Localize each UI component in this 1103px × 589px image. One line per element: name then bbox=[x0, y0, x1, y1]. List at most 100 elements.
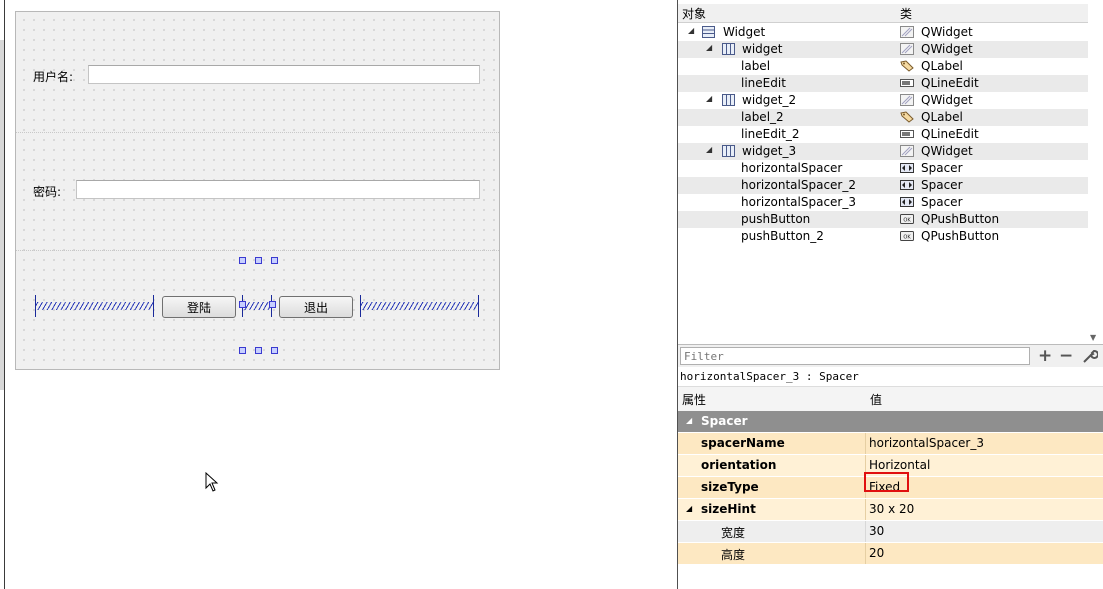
canvas-edge-strip bbox=[0, 40, 4, 390]
tree-item-horizontalspacer[interactable]: horizontalSpacer Spacer bbox=[678, 160, 1088, 177]
collapse-arrow-icon[interactable]: ◢ bbox=[686, 416, 693, 425]
selection-handle[interactable] bbox=[239, 301, 246, 308]
property-value[interactable]: horizontalSpacer_3 bbox=[869, 436, 984, 450]
spacer-icon bbox=[900, 180, 914, 190]
property-filter-bar: + − bbox=[678, 344, 1103, 367]
horizontal-spacer-2[interactable] bbox=[360, 295, 479, 317]
widget-frame-divider bbox=[16, 250, 499, 251]
scroll-down-arrow-icon[interactable]: ▼ bbox=[1090, 333, 1097, 342]
tree-item-lineedit-2[interactable]: lineEdit_2 QLineEdit bbox=[678, 126, 1088, 143]
svg-text:OK: OK bbox=[903, 218, 911, 224]
object-inspector-tree: ◢ Widget QWidget ◢ widget QWidget label … bbox=[678, 24, 1088, 245]
selected-object-caption: horizontalSpacer_3 : Spacer bbox=[680, 370, 859, 383]
label-tag-icon bbox=[900, 111, 914, 123]
selection-handle[interactable] bbox=[255, 257, 262, 264]
tree-item-name: Widget bbox=[723, 25, 766, 39]
designer-form[interactable]: 用户名: 密码: 登陆 退出 bbox=[15, 11, 500, 370]
tree-item-name: label_2 bbox=[741, 110, 784, 124]
login-button[interactable]: 登陆 bbox=[162, 296, 236, 318]
tree-item-class: QPushButton bbox=[921, 212, 1000, 226]
property-value[interactable]: 30 x 20 bbox=[869, 502, 915, 516]
exit-button[interactable]: 退出 bbox=[279, 296, 353, 318]
object-inspector-header: 对象 类 bbox=[678, 4, 1088, 23]
property-name: 宽度 bbox=[721, 526, 746, 540]
selection-handle[interactable] bbox=[239, 257, 246, 264]
tree-item-name: horizontalSpacer_3 bbox=[741, 195, 856, 209]
tree-item-class: QPushButton bbox=[921, 229, 1000, 243]
tree-item-widget-root[interactable]: ◢ Widget QWidget bbox=[678, 24, 1088, 41]
qwidget-class-icon bbox=[900, 43, 914, 55]
tree-item-class: Spacer bbox=[921, 195, 963, 209]
canvas-left-border bbox=[4, 0, 5, 589]
column-divider bbox=[865, 543, 866, 564]
tree-item-class: QWidget bbox=[921, 25, 973, 39]
selection-handle[interactable] bbox=[255, 347, 262, 354]
label-tag-icon bbox=[900, 60, 914, 72]
property-row-sizehint[interactable]: ◢ sizeHint 30 x 20 bbox=[678, 499, 1103, 521]
collapse-arrow-icon[interactable]: ◢ bbox=[686, 504, 693, 513]
expand-arrow-icon[interactable]: ◢ bbox=[706, 43, 713, 52]
column-object[interactable]: 对象 bbox=[682, 7, 707, 21]
property-editor-table: ◢ Spacer spacerName horizontalSpacer_3 o… bbox=[678, 411, 1103, 565]
property-name: sizeHint bbox=[701, 502, 756, 516]
remove-property-icon[interactable]: − bbox=[1059, 346, 1074, 366]
tree-item-name: widget_2 bbox=[742, 93, 797, 107]
expand-arrow-icon[interactable]: ◢ bbox=[688, 26, 695, 35]
tree-item-class: Spacer bbox=[921, 161, 963, 175]
tree-item-label-2[interactable]: label_2 QLabel bbox=[678, 109, 1088, 126]
username-lineedit[interactable] bbox=[88, 65, 480, 84]
lineedit-icon bbox=[900, 79, 914, 87]
property-row-spacername[interactable]: spacerName horizontalSpacer_3 bbox=[678, 433, 1103, 455]
property-editor-header: 属性 值 bbox=[678, 386, 1103, 412]
column-value[interactable]: 值 bbox=[870, 393, 883, 407]
filter-input[interactable] bbox=[680, 347, 1030, 365]
selection-handle[interactable] bbox=[271, 257, 278, 264]
tree-item-class: QLineEdit bbox=[921, 76, 979, 90]
pushbutton-icon: OK bbox=[900, 231, 914, 241]
tree-item-name: label bbox=[741, 59, 771, 73]
tree-item-horizontalspacer-2[interactable]: horizontalSpacer_2 Spacer bbox=[678, 177, 1088, 194]
username-label: 用户名: bbox=[33, 70, 74, 84]
tree-item-pushbutton-2[interactable]: pushButton_2 OK QPushButton bbox=[678, 228, 1088, 245]
column-property[interactable]: 属性 bbox=[682, 393, 707, 407]
property-row-height[interactable]: 高度 20 bbox=[678, 543, 1103, 565]
tree-item-widget-3[interactable]: ◢ widget_3 QWidget bbox=[678, 143, 1088, 160]
tree-item-pushbutton[interactable]: pushButton OK QPushButton bbox=[678, 211, 1088, 228]
qwidget-class-icon bbox=[900, 145, 914, 157]
tree-item-label[interactable]: label QLabel bbox=[678, 58, 1088, 75]
password-label: 密码: bbox=[33, 185, 62, 199]
property-value[interactable]: Horizontal bbox=[869, 458, 931, 472]
property-group-spacer[interactable]: ◢ Spacer bbox=[678, 411, 1103, 433]
qwidget-class-icon bbox=[900, 26, 914, 38]
add-property-icon[interactable]: + bbox=[1038, 346, 1053, 366]
property-value[interactable]: 30 bbox=[869, 524, 885, 538]
expand-arrow-icon[interactable]: ◢ bbox=[706, 94, 713, 103]
horizontal-spacer[interactable] bbox=[35, 295, 154, 317]
password-lineedit[interactable] bbox=[76, 180, 480, 199]
selection-handle[interactable] bbox=[239, 347, 246, 354]
pushbutton-icon: OK bbox=[900, 214, 914, 224]
tree-item-widget[interactable]: ◢ widget QWidget bbox=[678, 41, 1088, 58]
property-row-width[interactable]: 宽度 30 bbox=[678, 521, 1103, 543]
tree-item-lineedit[interactable]: lineEdit QLineEdit bbox=[678, 75, 1088, 92]
tree-item-class: QLabel bbox=[921, 110, 963, 124]
property-value[interactable]: 20 bbox=[869, 546, 885, 560]
tree-item-name: horizontalSpacer_2 bbox=[741, 178, 856, 192]
object-inspector-scrollbar[interactable]: ▼ bbox=[1088, 4, 1100, 342]
tree-item-widget-2[interactable]: ◢ widget_2 QWidget bbox=[678, 92, 1088, 109]
widget-frame-divider bbox=[16, 132, 499, 133]
expand-arrow-icon[interactable]: ◢ bbox=[706, 145, 713, 154]
svg-text:OK: OK bbox=[903, 235, 911, 241]
selection-handle[interactable] bbox=[271, 347, 278, 354]
property-name: orientation bbox=[701, 458, 777, 472]
tree-item-class: QWidget bbox=[921, 42, 973, 56]
tree-item-name: widget bbox=[742, 42, 783, 56]
property-name: 高度 bbox=[721, 548, 746, 562]
horizontal-spacer-3[interactable] bbox=[242, 295, 272, 317]
tree-item-horizontalspacer-3[interactable]: horizontalSpacer_3 Spacer bbox=[678, 194, 1088, 211]
column-class[interactable]: 类 bbox=[900, 7, 913, 21]
selection-handle[interactable] bbox=[269, 301, 276, 308]
tree-item-class: QWidget bbox=[921, 93, 973, 107]
wrench-icon[interactable] bbox=[1082, 348, 1098, 364]
property-row-orientation[interactable]: orientation Horizontal bbox=[678, 455, 1103, 477]
